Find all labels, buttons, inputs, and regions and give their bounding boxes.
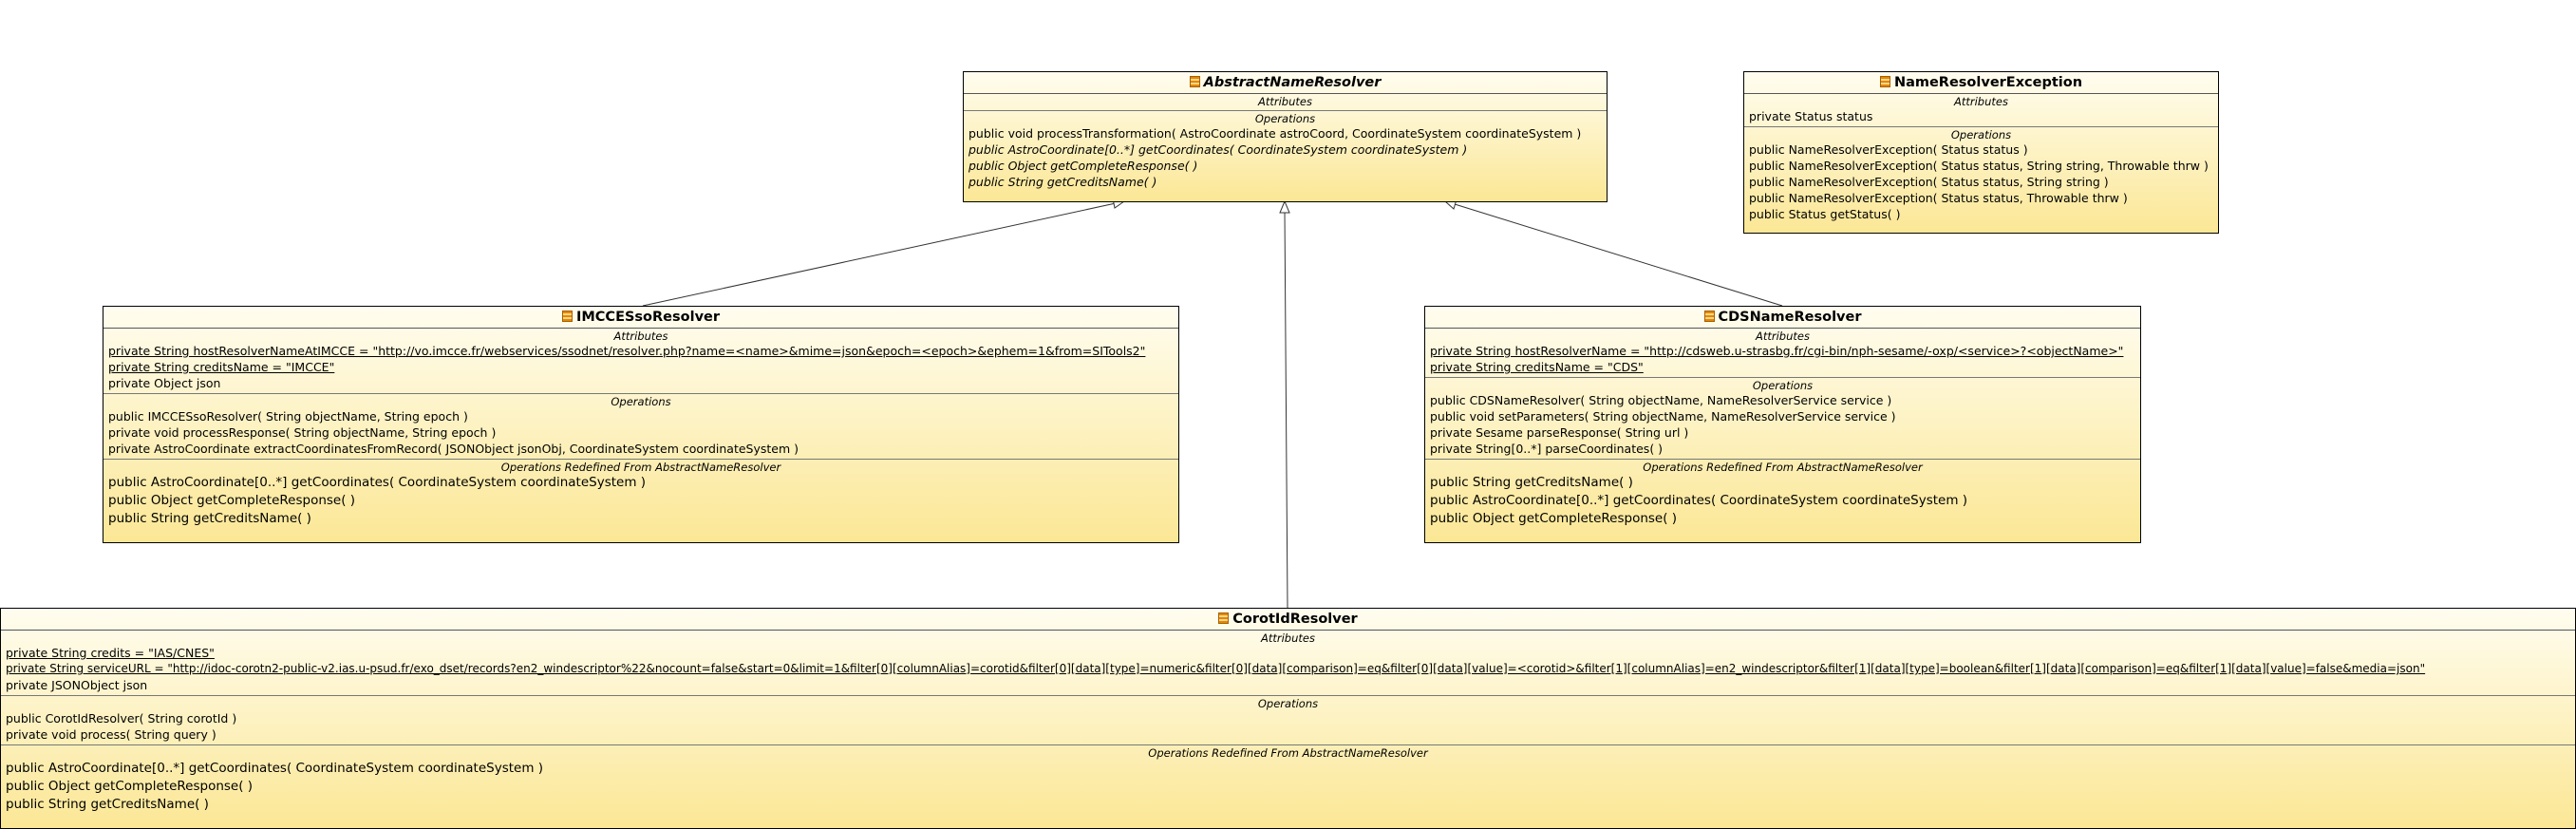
class-cds-name-resolver[interactable]: CDSNameResolver Attributes private Strin… [1424,306,2141,543]
class-icon [561,311,573,322]
section-title: Operations [1257,697,1319,710]
redefined-operations-section: Operations Redefined From AbstractNameRe… [103,460,1178,530]
class-header: AbstractNameResolver [964,72,1607,94]
attribute: private String hostResolverNameAtIMCCE =… [108,344,1146,358]
operation: public NameResolverException( Status sta… [1749,191,2128,205]
operation: private void processResponse( String obj… [108,425,497,440]
operations-section: Operations public CDSNameResolver( Strin… [1425,378,2140,460]
operations-section: Operations public CorotIdResolver( Strin… [1,696,2575,745]
attributes-section: Attributes private String hostResolverNa… [103,329,1178,394]
section-title: Operations Redefined From AbstractNameRe… [500,461,781,474]
section-title: Attributes [1261,631,1315,645]
section-title: Attributes [1756,330,1810,343]
operation: public IMCCESsoResolver( String objectNa… [108,409,468,424]
operation: public Object getCompleteResponse( ) [1430,511,1678,526]
class-icon [1218,612,1230,624]
section-title: Attributes [1258,95,1312,108]
attribute: private String hostResolverName = "http:… [1430,344,2124,358]
section-title: Operations [611,395,671,408]
operation: public AstroCoordinate[0..*] getCoordina… [6,761,544,776]
class-name: CorotIdResolver [1232,612,1358,627]
class-name: NameResolverException [1893,75,2083,90]
operation: public AstroCoordinate[0..*] getCoordina… [1430,493,1968,508]
operation: public void setParameters( String object… [1430,409,1896,424]
class-header: CDSNameResolver [1425,307,2140,329]
class-name: AbstractNameResolver [1203,75,1382,90]
class-name: IMCCESsoResolver [575,310,721,325]
operation: public String getCreditsName( ) [968,175,1157,189]
class-name-resolver-exception[interactable]: NameResolverException Attributes private… [1743,71,2219,234]
operation: private Sesame parseResponse( String url… [1430,425,1689,440]
operation: public NameResolverException( Status sta… [1749,142,2028,157]
operation: public NameResolverException( Status sta… [1749,175,2109,189]
edge-corot-to-abstract [1284,210,1288,609]
attributes-section: Attributes [964,94,1607,111]
section-title: Operations [1254,112,1316,125]
generalization-arrowhead [1279,199,1290,214]
operation: private void process( String query ) [6,727,216,742]
attribute: private String creditsName = "CDS" [1430,360,1644,374]
class-header: IMCCESsoResolver [103,307,1178,329]
operation: public void processTransformation( Astro… [968,126,1582,141]
attribute: private JSONObject json [6,678,148,692]
redefined-operations-section: Operations Redefined From AbstractNameRe… [1,745,2575,816]
section-title: Operations Redefined From AbstractNameRe… [1643,461,1923,474]
operation: private AstroCoordinate extractCoordinat… [108,442,799,456]
section-title: Operations [1752,379,1814,392]
operation: private String[0..*] parseCoordinates( ) [1430,442,1664,456]
class-icon [1703,311,1715,322]
attribute: private String creditsName = "IMCCE" [108,360,335,374]
edge-imcce-to-abstract [642,202,1117,307]
operation: public AstroCoordinate[0..*] getCoordina… [968,142,1468,157]
attribute: private Status status [1749,109,1873,123]
operation: public String getCreditsName( ) [1430,475,1633,490]
class-header: CorotIdResolver [1,609,2575,631]
operations-section: Operations public NameResolverException(… [1744,127,2218,224]
attributes-section: Attributes private Status status [1744,94,2218,127]
attribute: private Object json [108,376,221,390]
section-title: Attributes [1954,95,2008,108]
operation: public CorotIdResolver( String corotId ) [6,711,237,725]
class-abstract-name-resolver[interactable]: AbstractNameResolver Attributes Operatio… [963,71,1608,202]
class-imcce-sso-resolver[interactable]: IMCCESsoResolver Attributes private Stri… [103,306,1179,543]
class-icon [1189,76,1200,87]
edge-cds-to-abstract [1454,203,1783,307]
operations-section: Operations public void processTransforma… [964,111,1607,192]
operation: public AstroCoordinate[0..*] getCoordina… [108,475,647,490]
operation: public CDSNameResolver( String objectNam… [1430,393,1892,407]
attribute: private String credits = "IAS/CNES" [6,646,215,660]
operation: public Object getCompleteResponse( ) [6,779,254,794]
operation: public Object getCompleteResponse( ) [968,159,1198,173]
redefined-operations-section: Operations Redefined From AbstractNameRe… [1425,460,2140,530]
attribute: private String serviceURL = "http://idoc… [6,662,2426,675]
operation: public String getCreditsName( ) [108,511,311,526]
operation: public String getCreditsName( ) [6,797,209,812]
section-title: Operations Redefined From AbstractNameRe… [1148,746,1428,760]
operation: public Status getStatus( ) [1749,207,1901,221]
operation: public Object getCompleteResponse( ) [108,493,356,508]
class-header: NameResolverException [1744,72,2218,94]
attributes-section: Attributes private String credits = "IAS… [1,631,2575,696]
attributes-section: Attributes private String hostResolverNa… [1425,329,2140,378]
section-title: Operations [1950,128,2012,141]
class-icon [1879,76,1890,87]
class-corot-id-resolver[interactable]: CorotIdResolver Attributes private Strin… [0,608,2576,829]
class-name: CDSNameResolver [1718,310,1862,325]
section-title: Attributes [613,330,668,343]
operation: public NameResolverException( Status sta… [1749,159,2209,173]
operations-section: Operations public IMCCESsoResolver( Stri… [103,394,1178,460]
